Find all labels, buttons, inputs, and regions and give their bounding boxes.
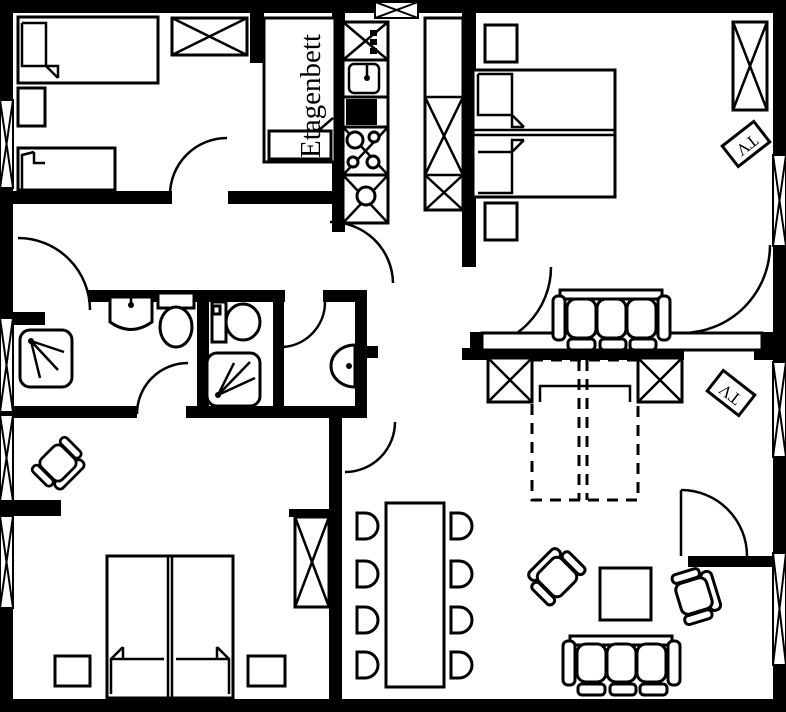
armchair-1 [520,540,589,609]
door-master-south [681,244,772,335]
wall-wc-east [355,290,367,418]
wall-bath-divider-2 [273,300,284,412]
window-living-east-2 [772,552,786,666]
bunk-bed: Etagenbett [262,16,337,164]
wall-stub-left [13,500,61,516]
dining-chair [449,650,474,680]
kitchen-cabinet-bottom [341,173,390,225]
nightstand-kids [16,86,47,128]
kitchen-switch-dots [370,30,377,54]
window-bedroom-bl-west-2 [0,515,14,609]
single-bed-2 [16,146,117,192]
dining-chair [355,559,380,589]
door-bedroom-bl [344,421,397,474]
door-living [679,488,749,557]
bedroom-bottom-left [29,434,334,700]
wall-pier-kidsroom [250,13,264,63]
toilet-left [156,291,196,349]
door-bath-left-bedroom [135,361,189,415]
washbasin-left [108,295,154,331]
sofa-master [551,288,672,352]
window-living-east-1 [772,361,786,458]
dining-chair [449,511,474,541]
fold-out-bed-dashed [530,358,640,502]
windows [0,1,786,666]
bunk-bed-label: Etagenbett [295,34,327,158]
nightstand-bl-2 [246,654,287,688]
shower-left [18,328,74,389]
dining-set [355,501,474,689]
window-master-east [772,154,786,247]
wall-bath-south-right [186,406,367,418]
tall-cabinet [423,16,465,212]
armchair-2 [669,562,726,628]
wall-stub-living [688,556,773,567]
dining-chair [355,650,380,680]
dining-chair [355,511,380,541]
double-bed-master [471,68,617,199]
door-wc [282,301,327,349]
nightstand-bl-1 [53,654,92,688]
kitchen-stove [341,95,390,129]
dining-chair [449,605,474,635]
wardrobe-bl [289,509,334,609]
sofa-living [561,634,682,697]
kitchen-cooktop [341,125,390,177]
dining-table [384,501,446,689]
wall-kidsroom-south-left [13,191,172,204]
living-dining: TV [355,356,757,697]
wardrobe-master [731,20,769,112]
wall-bedroom-bl-east [329,417,342,699]
shower-middle [205,351,262,408]
wardrobe-kids [170,16,249,57]
kitchen [341,16,465,225]
window-bath-west [0,317,14,413]
door-kids-room [168,136,228,196]
wc-room [329,343,357,389]
wall-bed-unit [486,356,684,502]
kids-bedroom: Etagenbett [16,15,337,192]
tv-living: TV [705,368,757,418]
dining-chair [355,605,380,635]
wall-bath-south-left [13,406,137,418]
window-vent-top [374,1,419,19]
kitchen-cabinet-top [341,20,390,62]
single-bed-1 [16,15,160,85]
desk-chair [29,434,92,497]
master-bedroom: TV [470,20,773,352]
bathroom-left [18,291,196,389]
window-kids-west [0,99,14,189]
nightstand-master-1 [483,23,519,64]
tv-master: TV [720,119,772,169]
wall-bath-north-b [197,290,285,302]
door-bath-left-hall [17,236,92,311]
dining-chair [449,559,474,589]
double-bed-bl [105,554,235,700]
coffee-table [598,566,653,622]
bathroom-middle [205,300,262,408]
wall-kidsroom-south-right [228,191,345,204]
kitchen-sink [341,58,390,99]
toilet-middle [210,300,262,344]
corner-washbasin [329,343,357,389]
nightstand-master-2 [483,201,519,242]
window-bedroom-bl-west-1 [0,414,14,502]
wall-wc-nub [367,346,378,358]
